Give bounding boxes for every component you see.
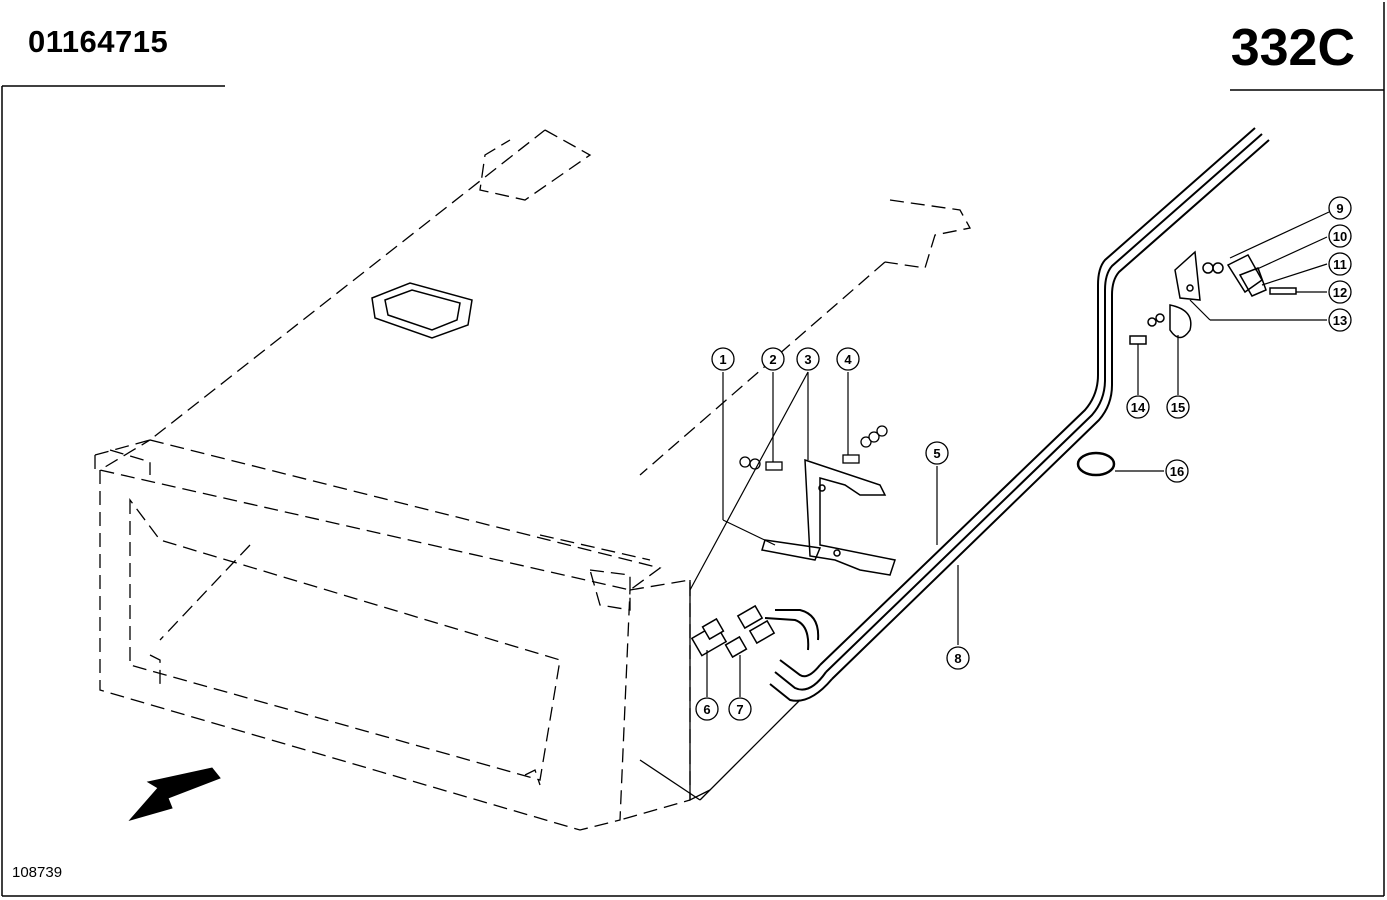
callout-labels: 1 2 3 4 5 6 7 8 9 10 11 12 13 14 15 16 [703,201,1347,717]
direction-arrow [128,767,221,821]
callout-label-13: 13 [1333,313,1347,328]
callout-label-2: 2 [769,352,776,367]
solid-frame-edge [639,580,801,802]
callout-label-3: 3 [804,352,811,367]
callout-balloons [695,196,1352,721]
callout-label-15: 15 [1171,400,1185,415]
machine-body-outline [94,129,972,831]
callout-label-5: 5 [933,446,940,461]
callout-label-11: 11 [1333,257,1347,272]
section-code: 332C [1230,19,1355,77]
support-bracket [761,458,896,576]
callout-label-6: 6 [703,702,710,717]
callout-label-1: 1 [719,352,726,367]
part-number: 01164715 [28,24,169,59]
callout-label-14: 14 [1131,400,1146,415]
leader-lines [689,211,1330,697]
access-plate [371,282,473,339]
hydraulic-pipe-assembly [764,127,1270,702]
fitting-parts [690,604,776,659]
callout-label-16: 16 [1170,464,1184,479]
callout-label-8: 8 [954,651,961,666]
callout-label-12: 12 [1333,285,1347,300]
callout-label-10: 10 [1333,229,1347,244]
callout-label-4: 4 [844,352,852,367]
drawing-id: 108739 [12,864,63,881]
callout-label-7: 7 [736,702,743,717]
bolts-and-nuts [739,425,888,471]
clamp-group [1076,250,1297,477]
callout-label-9: 9 [1336,201,1343,216]
